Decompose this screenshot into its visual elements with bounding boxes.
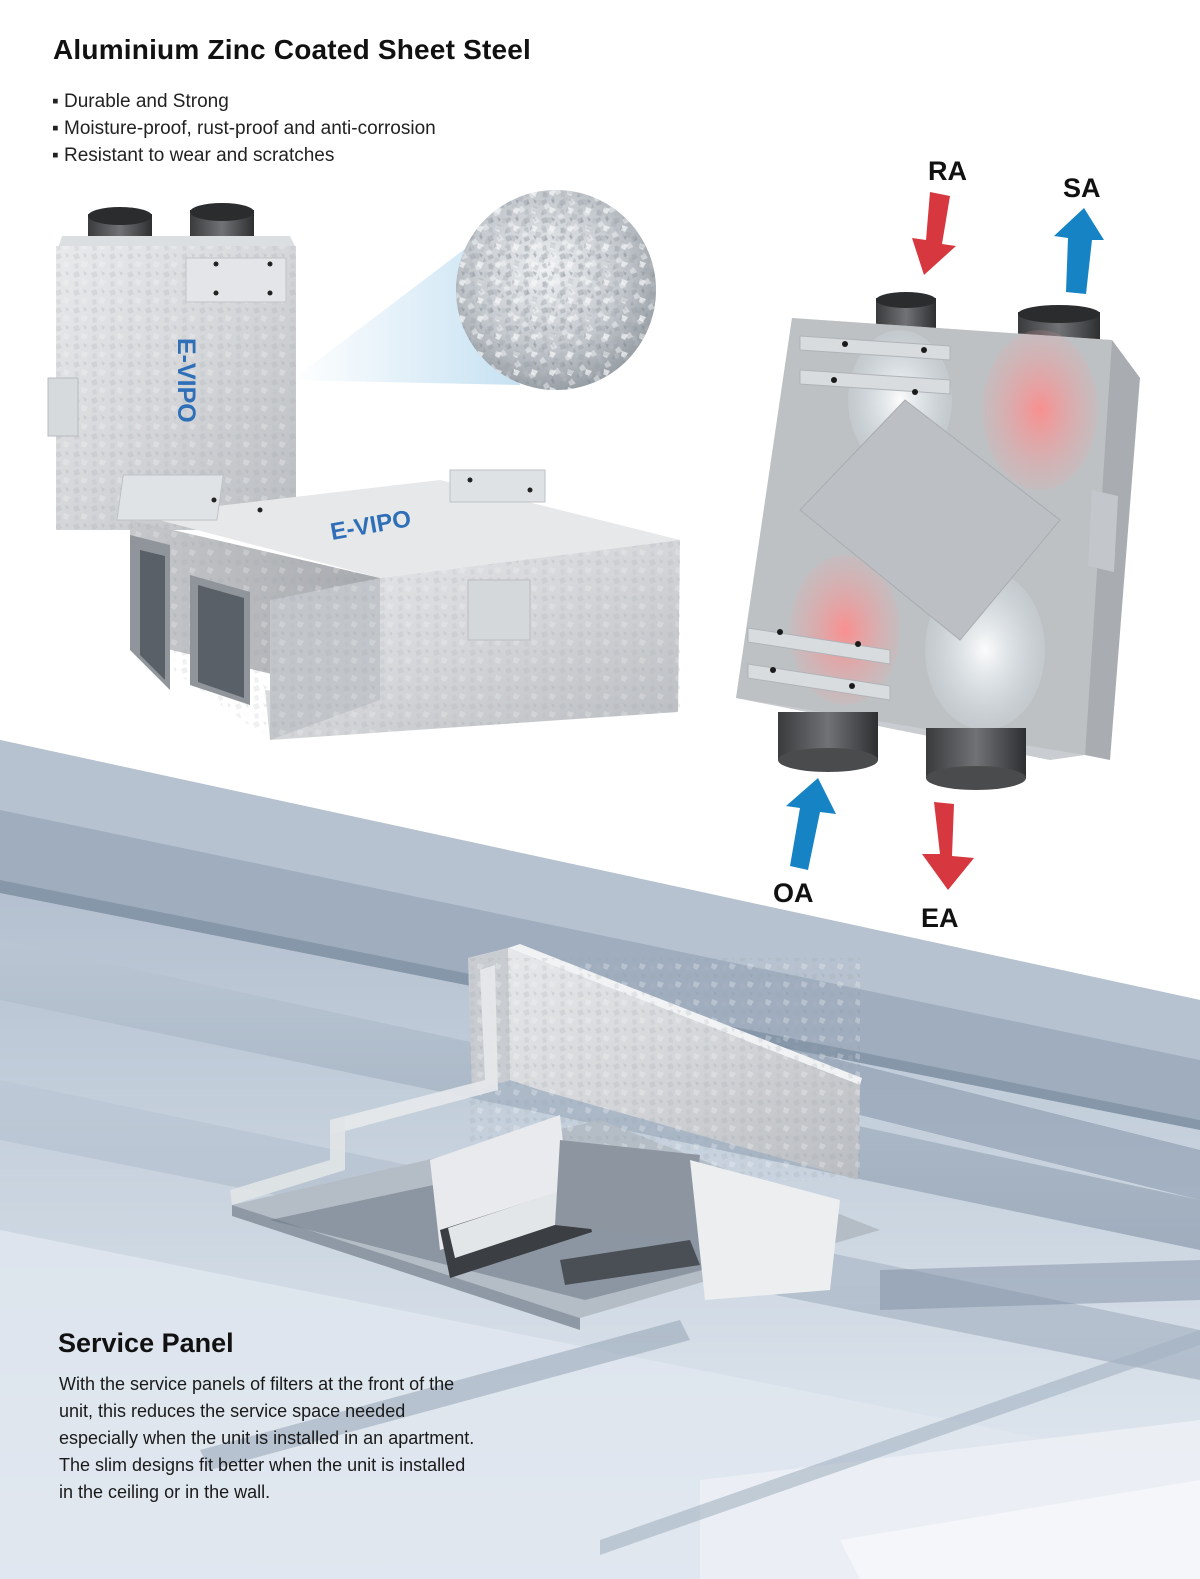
service-panel-title: Service Panel xyxy=(58,1328,234,1358)
zinc-texture-magnifier xyxy=(456,190,656,390)
feature-list: Durable and Strong Moisture-proof, rust-… xyxy=(52,88,436,169)
brand-logo-vertical: E-VIPO xyxy=(172,338,200,423)
service-panel-description: With the service panels of filters at th… xyxy=(59,1374,475,1502)
arrow-up-icon xyxy=(786,778,836,870)
page-title: Aluminium Zinc Coated Sheet Steel xyxy=(53,34,532,65)
feature-item: Resistant to wear and scratches xyxy=(52,142,436,169)
label-return-air: RA xyxy=(928,156,967,186)
arrow-down-icon xyxy=(912,192,956,275)
feature-item: Durable and Strong xyxy=(52,88,436,115)
label-supply-air: SA xyxy=(1063,173,1101,203)
feature-item: Moisture-proof, rust-proof and anti-corr… xyxy=(52,115,436,142)
airflow-cutaway-unit xyxy=(736,292,1140,790)
arrow-up-icon xyxy=(1054,208,1104,294)
horizontal-ventilation-unit: E-VIPO xyxy=(116,469,680,740)
label-outdoor-air: OA xyxy=(773,878,814,908)
label-exhaust-air: EA xyxy=(921,903,959,933)
arrow-down-icon xyxy=(922,802,974,890)
ceiling-scene xyxy=(0,740,1200,1579)
